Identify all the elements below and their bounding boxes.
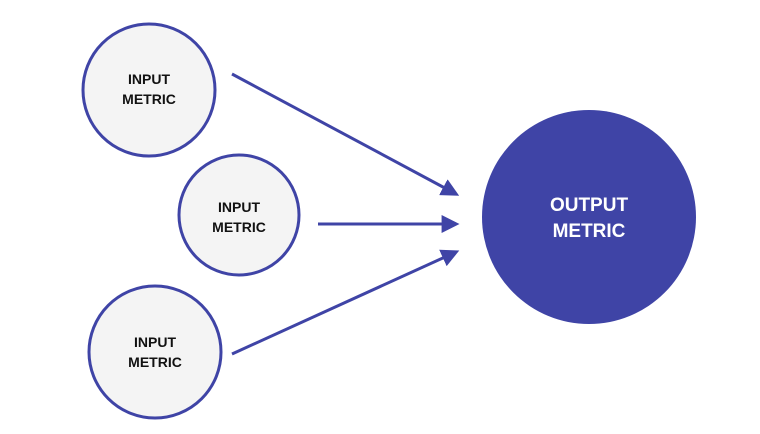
input-metric-circle-3 xyxy=(87,284,223,420)
output-metric-node: OUTPUT METRIC xyxy=(482,110,696,324)
input-metric-label-3-line1: INPUT xyxy=(134,334,176,350)
input-metric-circle-1 xyxy=(81,22,217,158)
arrow-bottom-to-output xyxy=(231,249,460,356)
input-metric-node-3: INPUT METRIC xyxy=(87,284,223,420)
input-metric-node-2: INPUT METRIC xyxy=(177,153,301,277)
arrow-top-to-output xyxy=(231,72,460,196)
input-metric-label-1-line1: INPUT xyxy=(128,71,170,87)
input-metric-label-1-line2: METRIC xyxy=(122,91,176,107)
input-metric-node-1: INPUT METRIC xyxy=(81,22,217,158)
output-metric-circle xyxy=(482,110,696,324)
input-metric-label-2-line1: INPUT xyxy=(218,199,260,215)
input-metric-label-3-line2: METRIC xyxy=(128,354,182,370)
output-metric-label-line2: METRIC xyxy=(553,221,626,242)
input-metric-circle-2 xyxy=(177,153,301,277)
output-metric-label-line1: OUTPUT xyxy=(550,195,629,216)
input-metric-label-2-line2: METRIC xyxy=(212,219,266,235)
